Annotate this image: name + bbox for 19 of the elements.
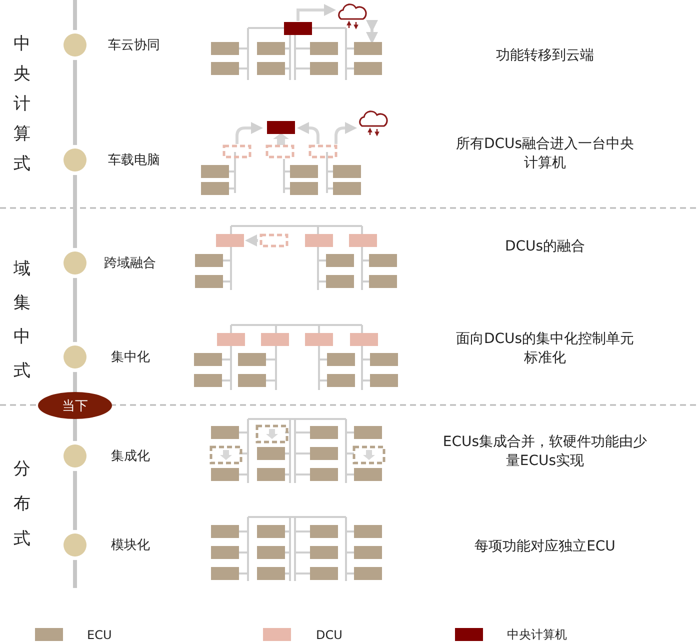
section-title: 中央计算式 bbox=[12, 33, 32, 176]
legend-label: 中央计算机 bbox=[507, 626, 567, 643]
description: 所有DCUs融合进入一台中央计算机 bbox=[454, 135, 636, 173]
stage-label: 车载电脑 bbox=[108, 152, 160, 169]
current-marker: 当下 bbox=[38, 392, 112, 419]
stage-label: 集成化 bbox=[111, 448, 150, 465]
stage-label: 车云协同 bbox=[108, 37, 160, 54]
description: 每项功能对应独立ECU bbox=[474, 538, 616, 556]
stage-label: 集中化 bbox=[111, 349, 150, 366]
section-title: 域集中式 bbox=[12, 258, 32, 383]
stage-label: 模块化 bbox=[111, 537, 150, 554]
description: 功能转移到云端 bbox=[495, 46, 595, 66]
section-title: 分布式 bbox=[12, 458, 32, 551]
legend-label: ECU bbox=[87, 628, 112, 642]
description: 面向DCUs的集中化控制单元标准化 bbox=[455, 330, 635, 368]
stage-label: 跨域融合 bbox=[104, 255, 156, 272]
legend-label: DCU bbox=[316, 628, 342, 642]
description: ECUs集成合并，软硬件功能由少量ECUs实现 bbox=[442, 433, 648, 471]
description: DCUs的融合 bbox=[504, 238, 586, 256]
